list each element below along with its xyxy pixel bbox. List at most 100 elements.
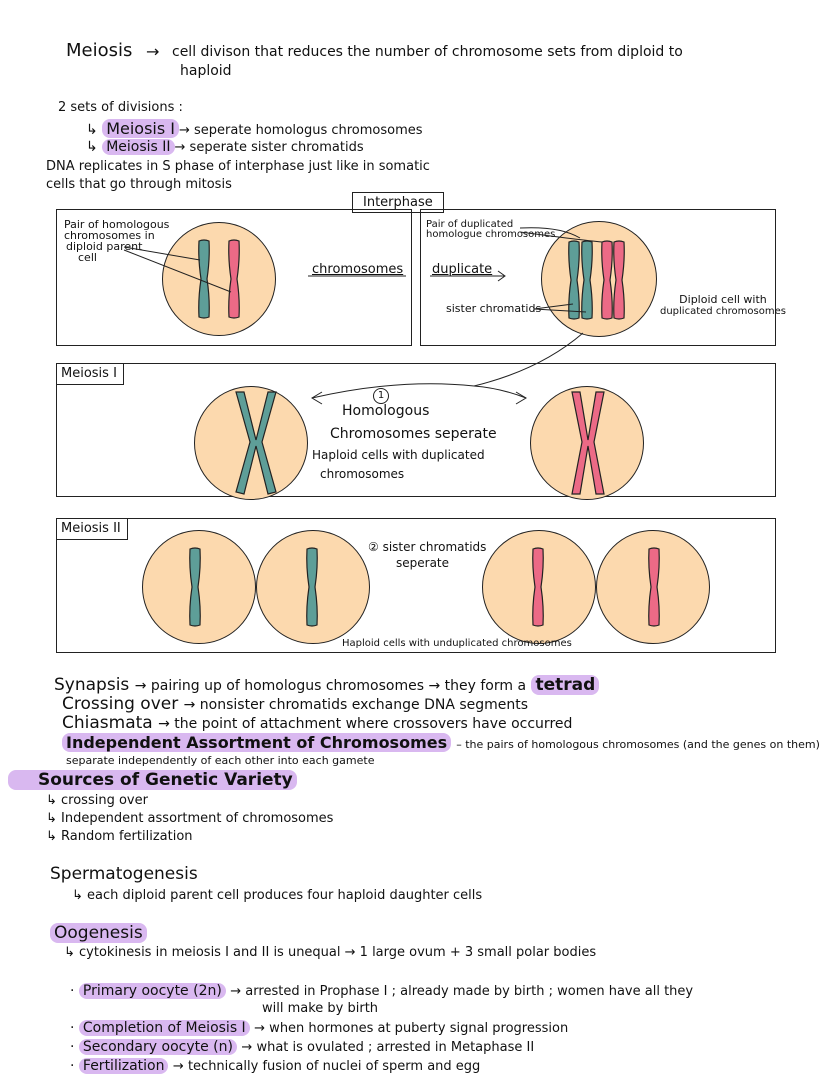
duplicated-pair-label: Pair of duplicated homologue chromosomes [426, 220, 555, 240]
bullet-mark: · [70, 1058, 75, 1074]
term-chiasmata-desc: → the point of attachment where crossove… [158, 716, 573, 732]
meiosis1-text-l4: chromosomes [320, 467, 405, 481]
division-item-2-term: Meiosis II [102, 139, 175, 155]
pink-chromosome [532, 547, 544, 627]
primary-oocyte-desc: → arrested in Prophase I ; already made … [230, 984, 694, 999]
term-independent-assortment-desc: – the pairs of homologous chromosomes (a… [456, 738, 820, 751]
diploid-duplicated-label: Diploid cell with duplicated chromosomes [660, 294, 786, 318]
term-independent-assortment-label: Independent Assortment of Chromosomes [62, 733, 452, 752]
diploid-duplicated-label-l1: Diploid cell with [679, 293, 767, 306]
pink-duplicated-chromosome [571, 391, 605, 495]
term-crossing-over-desc: → nonsister chromatids exchange DNA segm… [183, 697, 529, 713]
pink-chromosome [648, 547, 660, 627]
pink-chromosome [228, 239, 240, 319]
dna-note-line2: cells that go through mitosis [46, 177, 232, 192]
meiosis1-box: Meiosis I [56, 363, 776, 497]
completion-meiosis1-term: Completion of Meiosis I [78, 1020, 250, 1036]
primary-oocyte-term: Primary oocyte (2n) [78, 983, 226, 999]
meiosis2-step-text-l2: seperate [396, 556, 450, 570]
chromosomes-text: chromosomes [312, 262, 404, 277]
bullet-mark: · [70, 983, 75, 999]
spermatogenesis-heading: Spermatogenesis [50, 864, 198, 884]
source-item-1: ↳ crossing over [46, 793, 148, 808]
duplicate-text: duplicate [432, 262, 493, 277]
tetrad-highlight: tetrad [531, 675, 600, 695]
divisions-heading: 2 sets of divisions : [58, 100, 183, 115]
secondary-oocyte-desc: → what is ovulated ; arrested in Metapha… [241, 1040, 535, 1055]
homologous-pair-label: Pair of homologous chromosomes in diploi… [64, 219, 169, 263]
oocyte-bullet-3: · Secondary oocyte (n) → what is ovulate… [70, 1039, 535, 1055]
pink-chromatid [601, 240, 613, 320]
teal-chromosome [198, 239, 210, 319]
term-crossing-over: Crossing over → nonsister chromatids exc… [62, 696, 528, 713]
spermatogenesis-desc: ↳ each diploid parent cell produces four… [72, 888, 483, 903]
interphase-right-box [420, 209, 776, 346]
meiosis2-box: Meiosis II [56, 518, 776, 653]
bullet-mark: · [70, 1020, 75, 1036]
division-item-2-desc: → seperate sister chromatids [174, 140, 364, 155]
meiosis1-text-l1: Homologous [342, 403, 430, 419]
division-item-1-prefix: ↳ [86, 122, 98, 138]
bullet-mark: · [70, 1039, 75, 1055]
term-independent-assortment: Independent Assortment of Chromosomes – … [62, 733, 820, 752]
sources-heading: Sources of Genetic Variety [8, 770, 297, 790]
term-synapsis: Synapsis → pairing up of homologus chrom… [54, 675, 600, 695]
meiosis-definition-line1: cell divison that reduces the number of … [172, 44, 683, 60]
interphase-title: Interphase [352, 192, 444, 213]
source-item-3: ↳ Random fertilization [46, 829, 193, 844]
meiosis2-step-text-l1: ② sister chromatids [368, 540, 487, 554]
term-synapsis-desc: → pairing up of homologus chromosomes → … [134, 678, 527, 694]
homologous-pair-label-l1: Pair of homologous [64, 218, 170, 231]
secondary-oocyte-term: Secondary oocyte (n) [78, 1039, 237, 1055]
intro-arrow: → [146, 42, 160, 61]
meiosis1-title: Meiosis I [57, 364, 124, 385]
assortment-line2: separate independently of each other int… [66, 754, 375, 767]
oogenesis-heading: Oogenesis [50, 923, 147, 943]
homologous-pair-label-l4: cell [78, 251, 97, 264]
meiosis2-bottom-label: Haploid cells with unduplicated chromoso… [342, 638, 572, 649]
meiosis1-x-chromosomes [235, 391, 605, 495]
term-chiasmata: Chiasmata → the point of attachment wher… [62, 715, 572, 732]
sources-heading-text: Sources of Genetic Variety [8, 770, 297, 790]
meiosis-term: Meiosis [66, 40, 133, 61]
teal-chromatid [581, 240, 593, 320]
interphase-left-box [56, 209, 412, 346]
pink-chromatid [613, 240, 625, 320]
term-crossing-over-label: Crossing over [62, 694, 179, 714]
completion-meiosis1-desc: → when hormones at puberty signal progre… [254, 1021, 569, 1036]
diploid-duplicated-label-l2: duplicated chromosomes [660, 306, 786, 317]
meiosis2-title: Meiosis II [57, 519, 128, 540]
division-item-2-prefix: ↳ [86, 139, 98, 155]
duplicated-pair-label-l1: Pair of duplicated [426, 219, 514, 230]
sister-chromatids-label: sister chromatids [446, 302, 542, 315]
diploid-parent-cell [162, 222, 276, 336]
leader-lines [123, 227, 603, 405]
division-item-1-term: Meiosis I [102, 119, 179, 138]
duplicated-diploid-cell [541, 221, 657, 337]
teal-chromosome [306, 547, 318, 627]
meiosis1-step-number: 1 [373, 388, 389, 404]
oocyte-bullet-2: · Completion of Meiosis I → when hormone… [70, 1020, 569, 1036]
oogenesis-desc: ↳ cytokinesis in meiosis I and II is une… [64, 945, 597, 960]
primary-oocyte-desc-cont: will make by birth [262, 1001, 379, 1016]
division-item-1: ↳ Meiosis I→ seperate homologus chromoso… [86, 119, 423, 138]
homologous-pair-label-l2: chromosomes in [64, 229, 155, 242]
term-synapsis-label: Synapsis [54, 675, 130, 695]
teal-duplicated-chromosome [235, 391, 277, 495]
fertilization-desc: → technically fusion of nuclei of sperm … [172, 1059, 481, 1074]
homologous-pair-label-l3: diploid parent [66, 240, 143, 253]
teal-chromosome [189, 547, 201, 627]
meiosis1-text-l2: Chromosomes seperate [330, 426, 497, 442]
division-item-1-desc: → seperate homologus chromosomes [179, 123, 423, 138]
meiosis1-text-l3: Haploid cells with duplicated [312, 448, 485, 462]
teal-chromatid [568, 240, 580, 320]
dna-note-line1: DNA replicates in S phase of interphase … [46, 159, 430, 174]
meiosis-definition-line2: haploid [180, 63, 232, 79]
fertilization-term: Fertilization [78, 1058, 169, 1074]
source-item-2: ↳ Independent assortment of chromosomes [46, 811, 334, 826]
oocyte-bullet-1: · Primary oocyte (2n) → arrested in Prop… [70, 983, 694, 999]
duplicated-pair-label-l2: homologue chromosomes [426, 229, 556, 240]
term-chiasmata-label: Chiasmata [62, 713, 153, 733]
division-item-2: ↳ Meiosis II→ seperate sister chromatids [86, 139, 364, 155]
